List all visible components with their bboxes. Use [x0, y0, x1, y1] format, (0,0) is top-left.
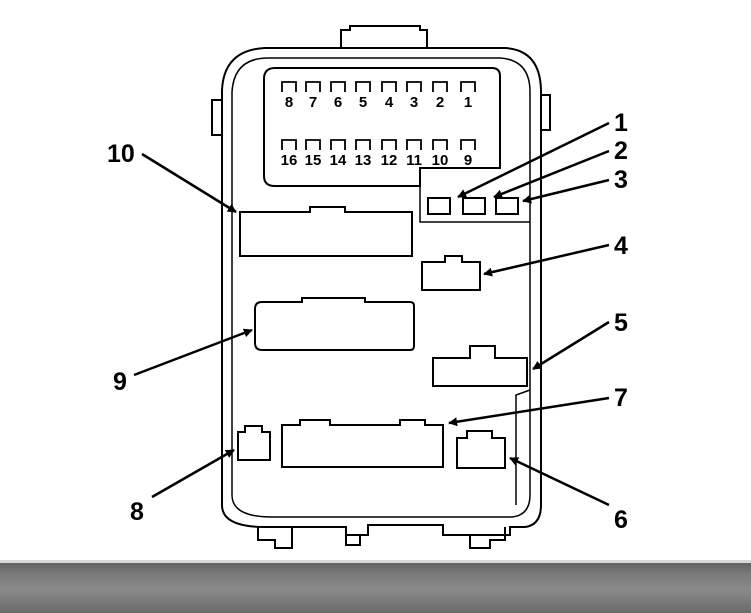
fuse-slot [432, 81, 448, 92]
fuse-number: 12 [381, 152, 398, 169]
callout-2-label: 2 [614, 137, 628, 165]
fuse-bay [263, 67, 501, 187]
leader-10 [141, 152, 237, 214]
mini-fuse-3 [495, 197, 519, 215]
fuse-row-bottom: 16 15 14 13 12 11 10 9 [281, 139, 476, 169]
connector-10 [239, 206, 413, 257]
connector-8 [237, 425, 271, 461]
fuse-slot [305, 81, 321, 92]
mini-fuse-1 [427, 197, 451, 215]
fuse-number: 11 [406, 152, 422, 169]
side-clip-left [211, 99, 222, 136]
callout-9-label: 9 [113, 368, 127, 396]
fuse-number: 16 [281, 152, 298, 169]
leader-8 [151, 448, 235, 499]
fuse-number: 2 [436, 94, 444, 111]
fuse-slot [355, 139, 371, 150]
leader-9 [133, 328, 253, 377]
fuse-slot [355, 81, 371, 92]
side-clip-right [541, 94, 551, 131]
fuse-number: 10 [432, 152, 449, 169]
fuse-slot [406, 139, 422, 150]
callout-4-label: 4 [614, 232, 628, 260]
connector-7 [281, 419, 444, 468]
bottom-foot-mid [345, 535, 361, 546]
leader-3 [522, 178, 610, 204]
fuse-number: 15 [305, 152, 322, 169]
fuse-slot [381, 81, 397, 92]
callout-6-label: 6 [614, 506, 628, 534]
fuse-slot [330, 139, 346, 150]
fuse-slot [330, 81, 346, 92]
fuse-number: 7 [309, 94, 317, 111]
leader-1 [457, 121, 610, 199]
fuse-slot [460, 139, 476, 150]
bottom-bar [0, 560, 751, 613]
fuse-number: 9 [464, 152, 472, 169]
bottom-foot-left [257, 527, 293, 549]
connector-9 [254, 297, 415, 351]
callout-5-label: 5 [614, 309, 628, 337]
fuse-number: 8 [285, 94, 293, 111]
fuse-slot [281, 139, 297, 150]
leader-5 [532, 320, 610, 371]
fuse-slot [305, 139, 321, 150]
bottom-foot-right [469, 527, 506, 549]
leader-6 [509, 456, 610, 507]
fuse-number: 4 [385, 94, 394, 111]
leader-7 [448, 396, 610, 427]
fuse-slot [281, 81, 297, 92]
outer-housing [221, 47, 542, 536]
callout-7-label: 7 [614, 384, 628, 412]
callout-3-label: 3 [614, 166, 628, 194]
connector-5 [432, 345, 528, 387]
fuse-slot [432, 139, 448, 150]
right-notch [515, 389, 531, 505]
callout-8-label: 8 [130, 498, 144, 526]
leader-4 [483, 243, 610, 277]
connector-6 [456, 430, 506, 469]
callout-10-label: 10 [107, 140, 135, 168]
fuse-slot [406, 81, 422, 92]
mini-fuse-2 [462, 197, 486, 215]
callout-1-label: 1 [614, 109, 628, 137]
fuse-number: 13 [355, 152, 372, 169]
fuse-slot [381, 139, 397, 150]
fuse-slot [460, 81, 476, 92]
fuse-number: 14 [330, 152, 347, 169]
fuse-number: 5 [359, 94, 367, 111]
top-tab [340, 25, 428, 48]
small-relay-bay [419, 186, 530, 223]
inner-housing [231, 57, 531, 518]
connector-4 [421, 255, 481, 291]
leader-2 [493, 149, 610, 199]
fuse-number: 6 [334, 94, 342, 111]
fuse-number: 1 [464, 94, 472, 111]
fuse-number: 3 [410, 94, 418, 111]
